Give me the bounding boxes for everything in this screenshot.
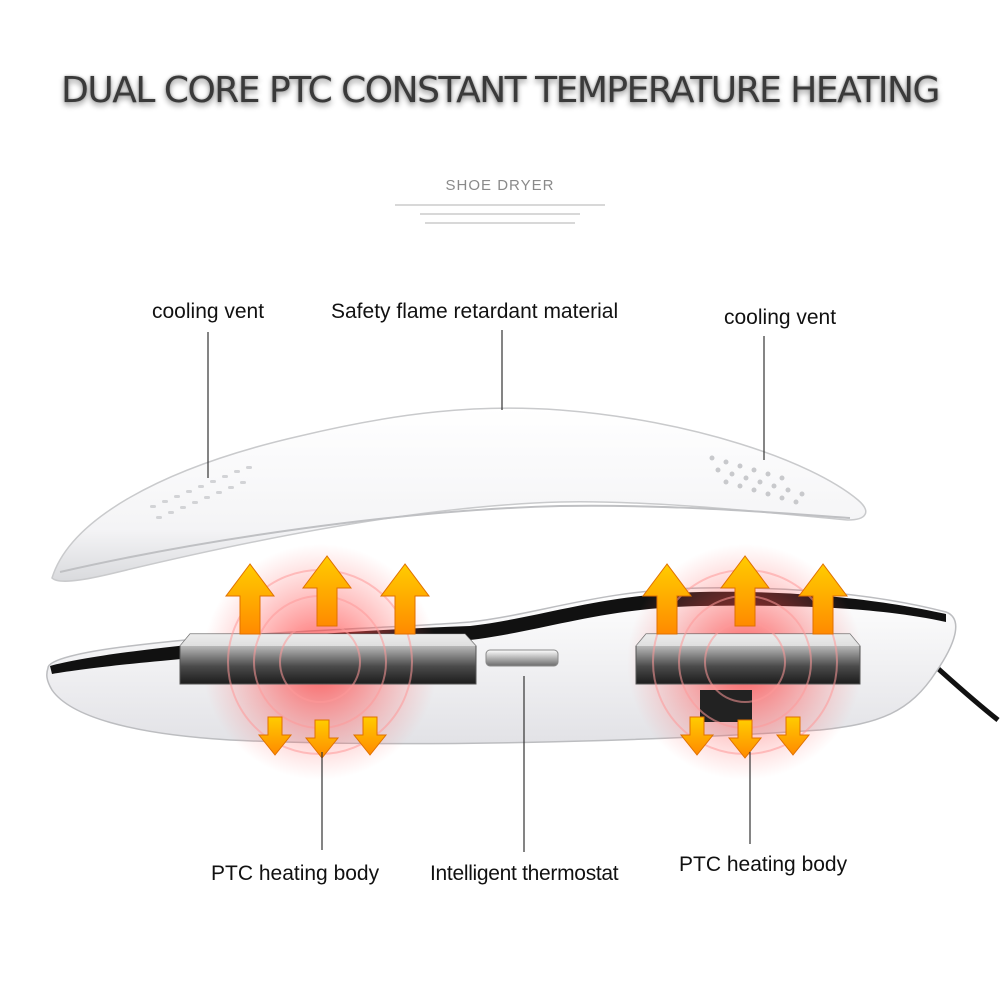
callout-safety-material: Safety flame retardant material (331, 300, 619, 323)
cooling-vent-right (709, 455, 805, 505)
product-subtitle: SHOE DRYER (445, 177, 555, 194)
cooling-vent-left (150, 466, 252, 519)
leader-lines (207, 330, 765, 852)
ptc-heating-plate-left (179, 633, 477, 685)
thermostat-chip (485, 649, 559, 667)
headline: DUAL CORE PTC CONSTANT TEMPERATURE HEATI… (61, 70, 940, 111)
callout-intelligent-thermostat: Intelligent thermostat (430, 862, 619, 885)
ptc-heating-plate-right (635, 633, 861, 722)
callout-cooling-vent-right: cooling vent (724, 306, 837, 329)
callout-cooling-vent-left: cooling vent (152, 300, 265, 323)
callout-ptc-heating-body-right: PTC heating body (679, 853, 848, 876)
top-shell-cover (51, 407, 867, 582)
callout-ptc-heating-body-left: PTC heating body (211, 862, 380, 885)
subtitle-fine-print-line (420, 213, 580, 215)
subtitle-fine-print-line (425, 222, 575, 224)
subtitle-fine-print-line (395, 204, 605, 206)
